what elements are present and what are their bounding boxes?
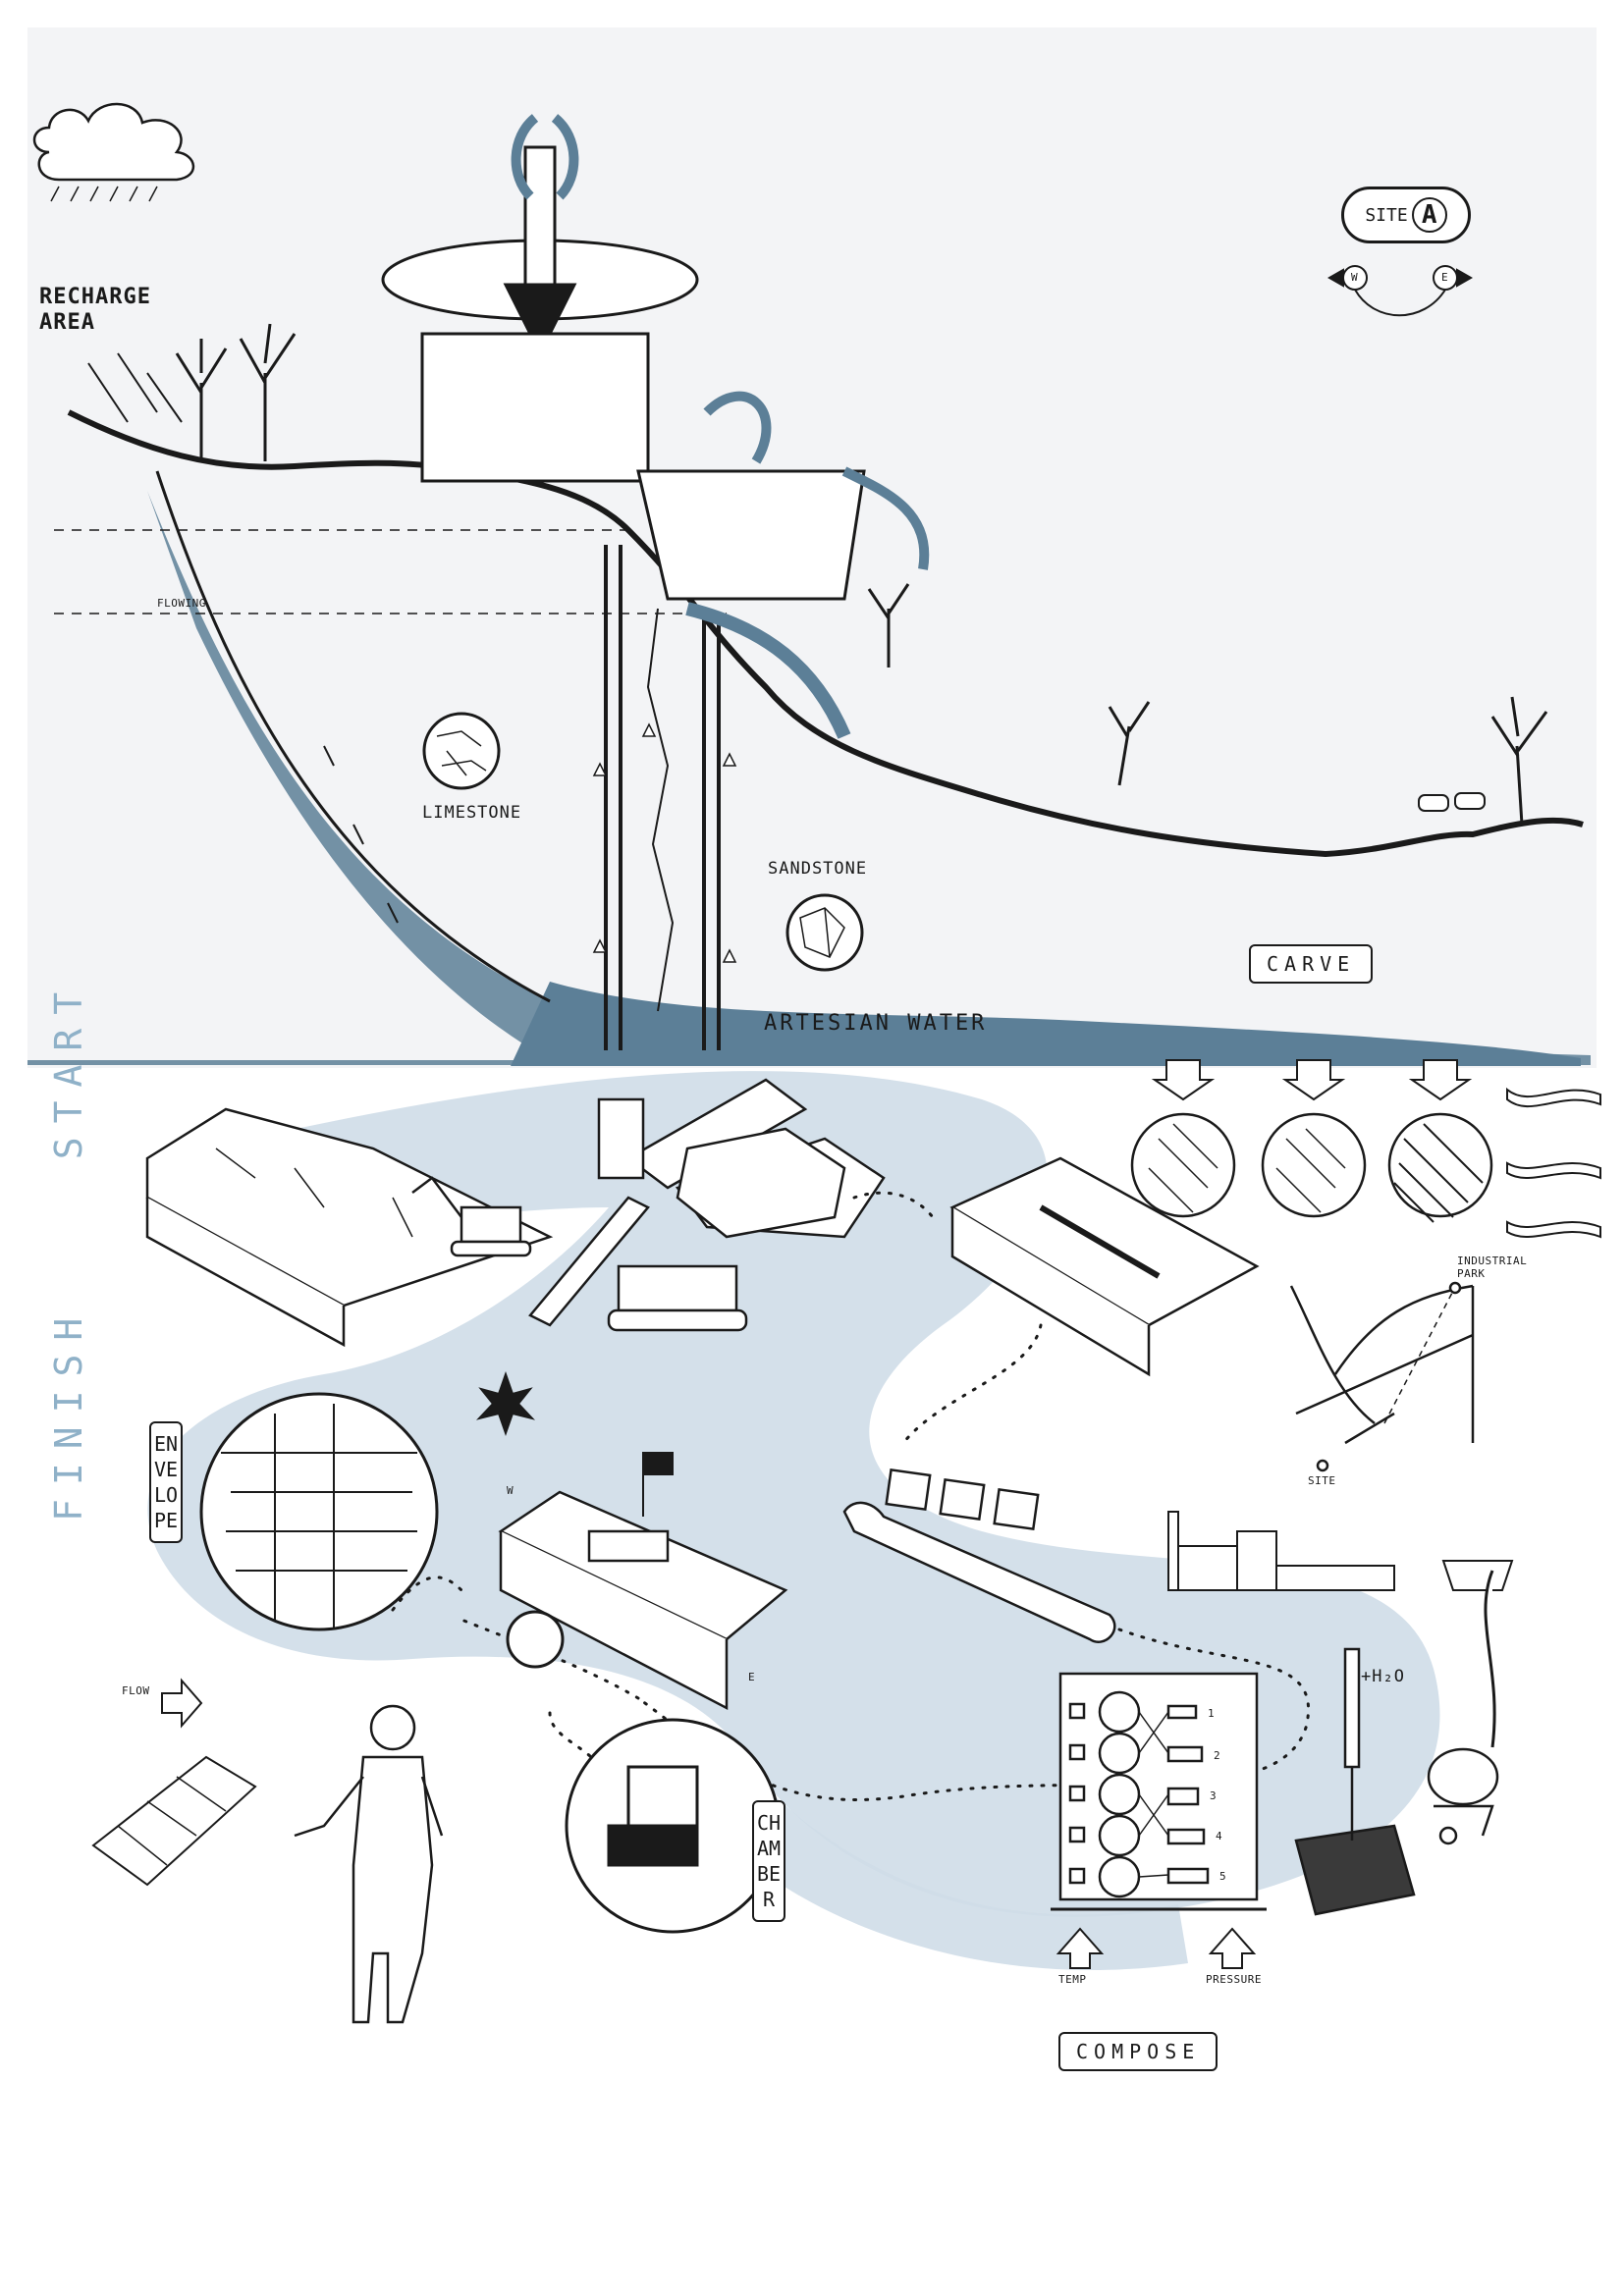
excavator: [411, 1176, 532, 1257]
conveyor-belt: [842, 1468, 1116, 1643]
industrial-park-label: INDUSTRIAL PARK: [1457, 1255, 1528, 1280]
flow-label: FLOW: [122, 1684, 150, 1697]
h2o-label: +H₂O: [1361, 1667, 1405, 1686]
site-letter: A: [1411, 197, 1447, 233]
step-label-4: 4: [1216, 1830, 1223, 1842]
envelope-tag: ENVELOPE: [149, 1421, 183, 1543]
block-east-label: E: [748, 1671, 756, 1683]
temp-label: TEMP: [1058, 1973, 1087, 1986]
up-arrows: [592, 722, 737, 963]
rain-cloud-icon: [32, 102, 195, 202]
wave-strips: [1506, 1087, 1601, 1239]
site-map: [1289, 1281, 1475, 1472]
flow-arrow: [161, 1678, 203, 1729]
sandstone-label: SANDSTONE: [768, 859, 868, 879]
chamber-tag: CHAMBER: [752, 1800, 785, 1922]
envelope-detail-circle: [199, 1392, 439, 1631]
compose-tag: COMPOSE: [1058, 2032, 1218, 2071]
water-injector: [1343, 1647, 1361, 1841]
compass-west-label: W: [1351, 271, 1359, 284]
ground-surface-line: [67, 409, 1584, 858]
cement-mixer: [1427, 1747, 1499, 1845]
compass-icon: [1326, 265, 1474, 317]
pressure-label: PRESSURE: [1206, 1973, 1262, 1986]
block-west-label: W: [507, 1484, 514, 1497]
site-badge: SITE A: [1341, 187, 1471, 243]
recharge-arrows: [87, 352, 399, 924]
stone-sphere: [506, 1610, 565, 1669]
rock-cube: [1294, 1824, 1416, 1916]
artesian-well-pipes: [604, 545, 721, 1050]
compass-east-label: E: [1441, 271, 1449, 284]
limestone-sample-circle: [422, 712, 501, 790]
aquifer-water-zone: [27, 491, 1591, 1065]
carve-tag: CARVE: [1249, 944, 1374, 984]
factory-plant: [1167, 1511, 1514, 1748]
trees: [175, 323, 1548, 826]
explosion-icon: [475, 1370, 536, 1437]
down-arrows: [1151, 1059, 1473, 1101]
site-map-label: SITE: [1308, 1474, 1336, 1487]
site-label: SITE: [1365, 204, 1408, 226]
building-terrain-block: [498, 1490, 788, 1711]
stacked-bricks: [91, 1755, 257, 1887]
cut-rock-block: [676, 1127, 846, 1239]
fountain-structure: [381, 114, 930, 739]
limestone-label: LIMESTONE: [422, 803, 522, 823]
finish-start-vertical-label: FINISH START: [47, 979, 90, 1522]
step-label-5: 5: [1219, 1870, 1227, 1883]
excavation-terrain-block: [949, 1156, 1260, 1377]
step-label-2: 2: [1214, 1749, 1221, 1762]
step-label-1: 1: [1208, 1707, 1216, 1720]
texture-sample-circles: [1130, 1112, 1493, 1223]
cars: [1418, 792, 1486, 812]
strata-boundary-line: [155, 470, 551, 1003]
up-pressure-arrows: [1056, 1927, 1257, 1969]
step-label-3: 3: [1210, 1789, 1218, 1802]
process-flow-band-lower: [707, 1767, 1188, 1971]
artesian-water-band: [511, 982, 1581, 1066]
start-label: START: [47, 978, 90, 1160]
finish-label: FINISH: [47, 1304, 90, 1522]
site-flag-icon: [642, 1452, 674, 1517]
chamber-detail-circle: [565, 1718, 781, 1934]
sandstone-sample-circle: [785, 893, 864, 972]
flowing-label: FLOWING: [157, 597, 206, 610]
quarry-terrain-block: [145, 1107, 554, 1348]
drill-rig: [528, 1196, 748, 1332]
worker-figure: [294, 1704, 444, 2024]
recharge-area-label: RECHARGE AREA: [39, 285, 151, 335]
artesian-water-label: ARTESIAN WATER: [764, 1011, 988, 1036]
compose-panel: [1051, 1672, 1267, 1911]
